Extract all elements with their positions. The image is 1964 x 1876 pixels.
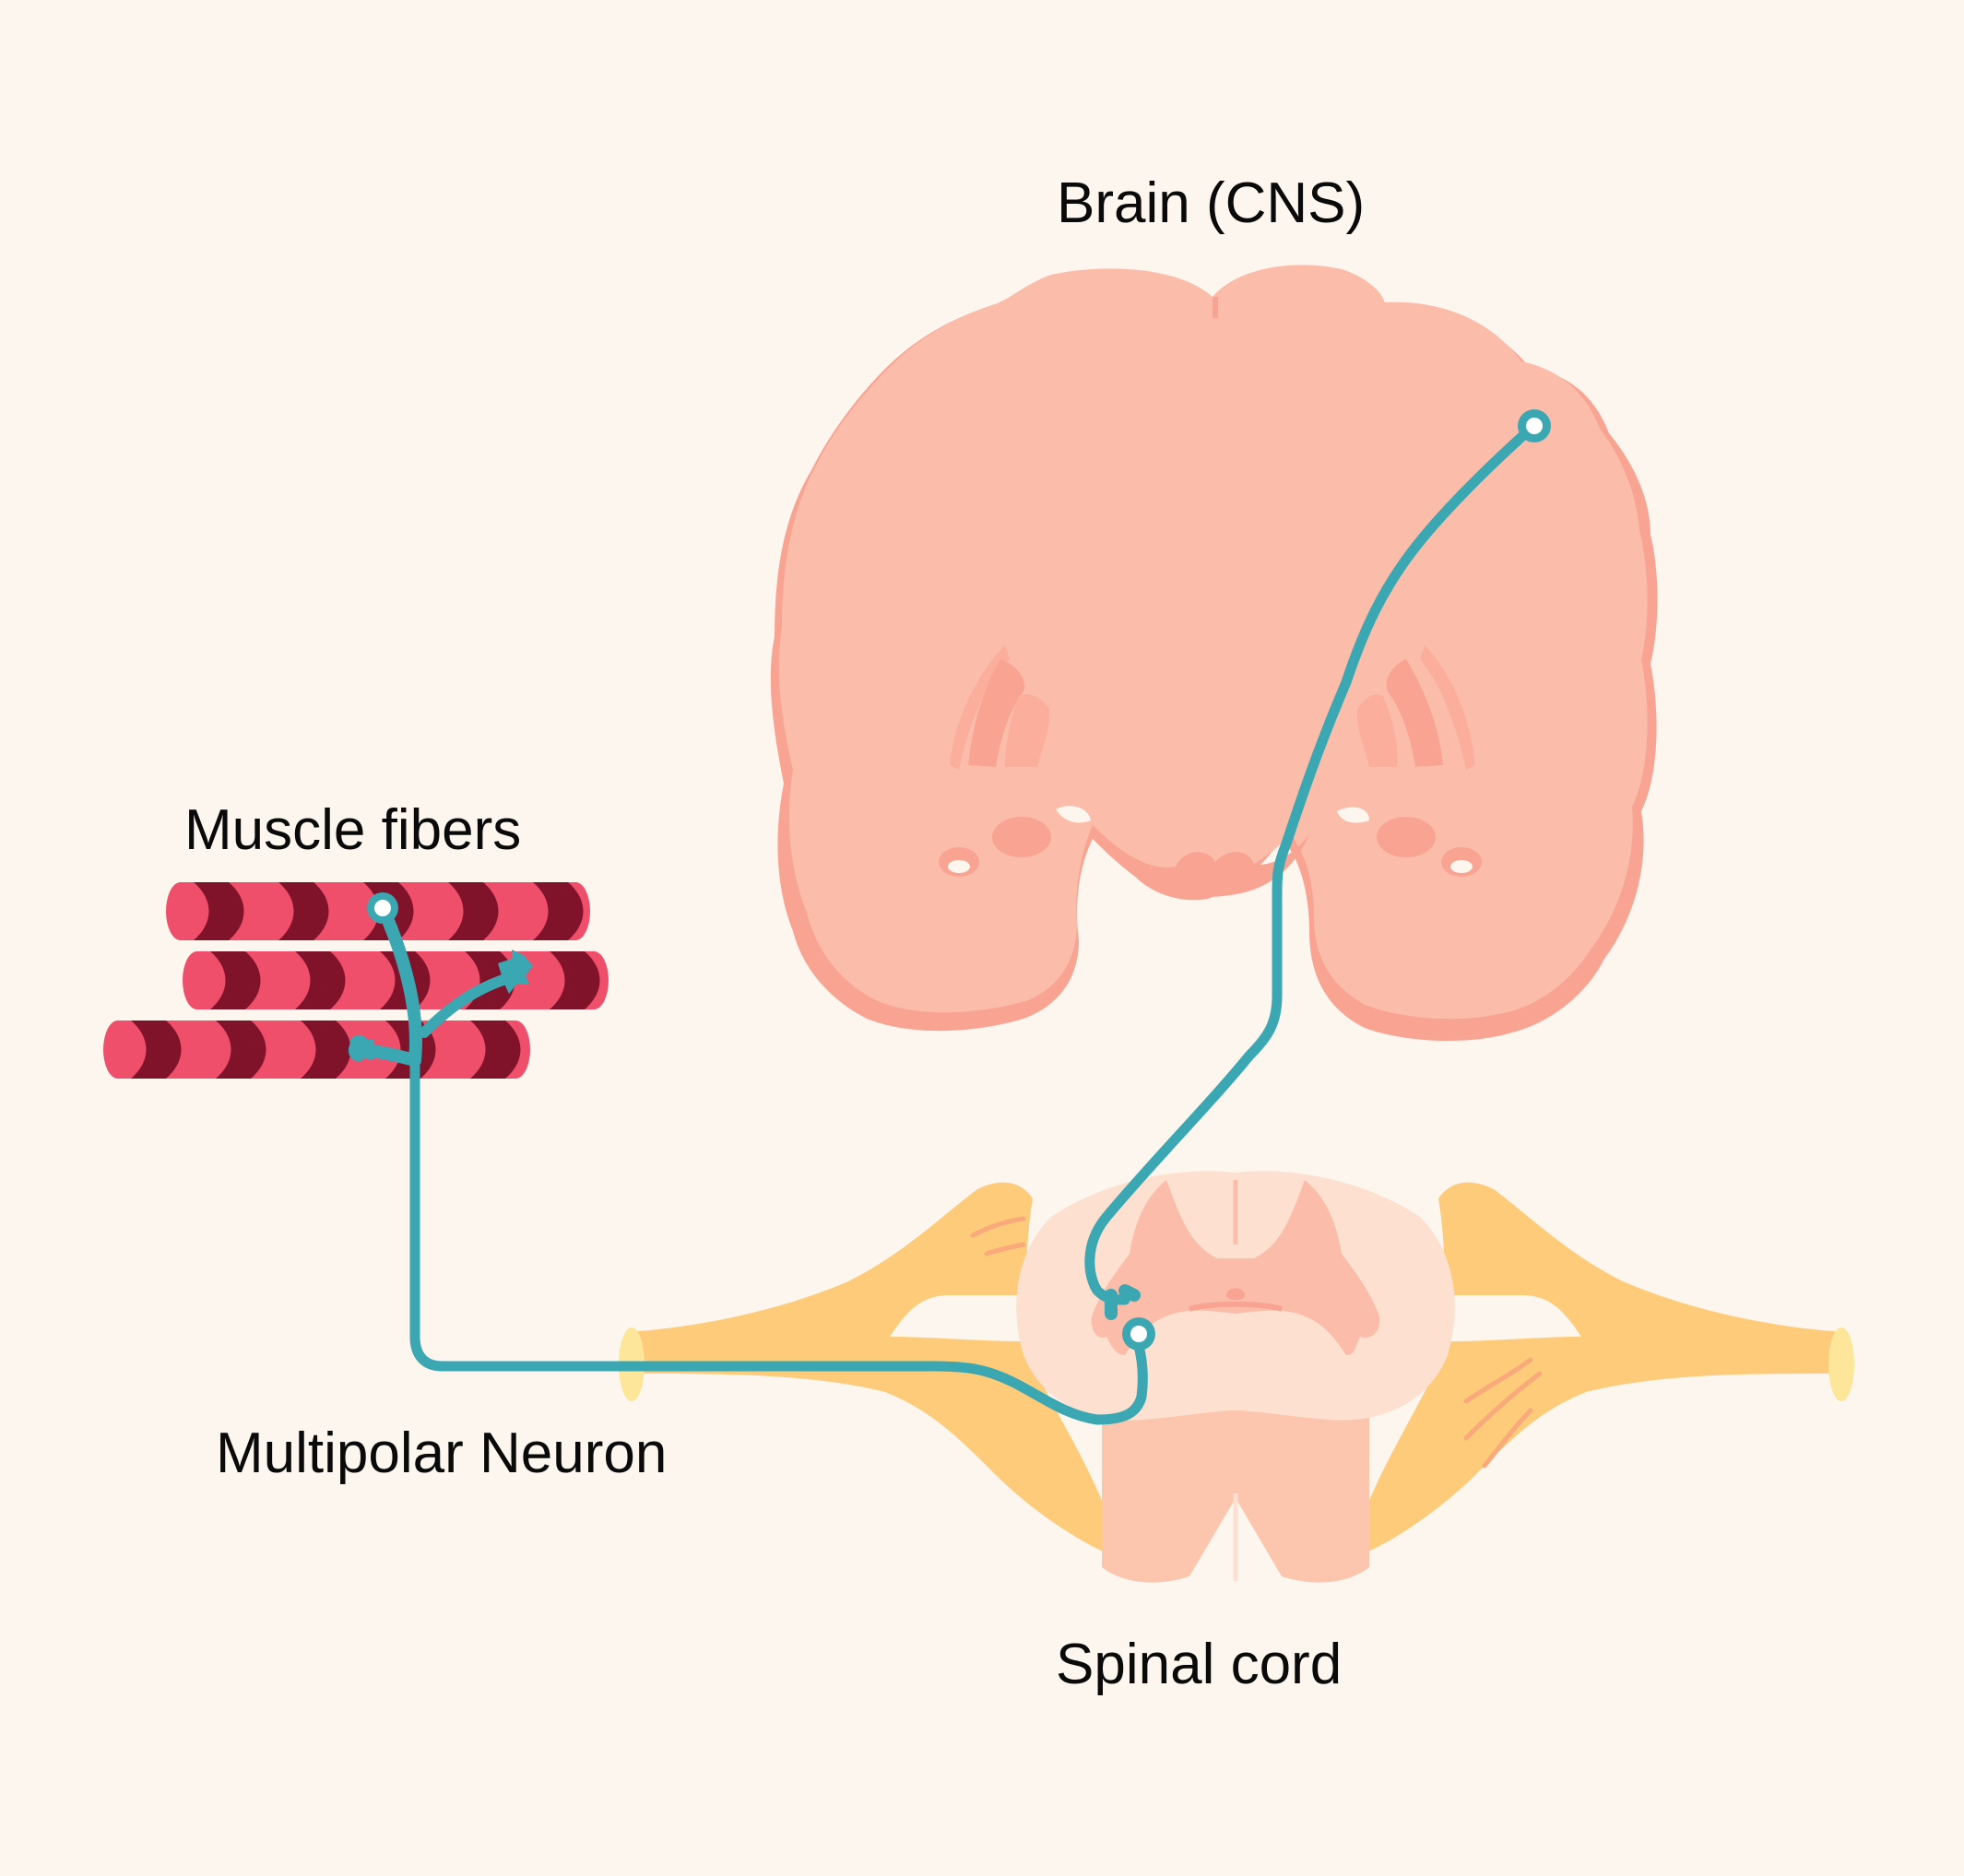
muscle-fiber bbox=[103, 1021, 531, 1079]
brain-ventricle-right bbox=[1420, 645, 1475, 770]
lower-motor-neuron-axon bbox=[409, 1055, 1148, 1425]
muscle-stripe bbox=[295, 951, 346, 1009]
brain-gap-right bbox=[1337, 807, 1369, 823]
multipolar-neuron-label: Multipolar Neuron bbox=[216, 1422, 668, 1485]
spinal-grey-matter bbox=[1091, 1180, 1380, 1355]
upper-motor-neuron-soma bbox=[1518, 409, 1551, 442]
brain-gap-left bbox=[1056, 806, 1091, 823]
muscle-stripe bbox=[210, 951, 261, 1009]
muscle-fiber bbox=[183, 951, 609, 1009]
brain-basal-ganglia-left-2 bbox=[1005, 694, 1050, 767]
lower-motor-neuron-terminals bbox=[349, 892, 1155, 1351]
muscle-stripe bbox=[448, 882, 499, 940]
motor-neuron-nucleus-icon bbox=[1130, 1326, 1147, 1342]
muscle-stripe bbox=[470, 1021, 521, 1079]
brain-hippocampus-left bbox=[992, 817, 1051, 857]
spinal-nerve-end-right bbox=[1828, 1327, 1854, 1401]
brain-hippocampus-right bbox=[1377, 817, 1436, 857]
spinal-gap-left bbox=[890, 1295, 1023, 1341]
lower-neuron-nucleus-icon bbox=[374, 900, 391, 916]
upper-motor-neuron-axon bbox=[1084, 423, 1536, 1305]
brain-brainstem bbox=[1093, 825, 1309, 897]
spinal-nerve-strands bbox=[970, 1216, 1543, 1469]
spinal-cord-body bbox=[1102, 1383, 1369, 1583]
upper-motor-neuron-terminal bbox=[1105, 1284, 1141, 1320]
brain-label: Brain (CNS) bbox=[1057, 171, 1366, 235]
muscle-stripe bbox=[550, 951, 600, 1009]
neuromuscular-junction-left-icon bbox=[349, 1034, 373, 1062]
spinal-cord bbox=[619, 1171, 1854, 1583]
neuromuscular-junction-right-icon bbox=[498, 950, 533, 994]
muscle-stripe bbox=[278, 882, 329, 940]
brain bbox=[770, 265, 1658, 1042]
muscle-fibers-label: Muscle fibers bbox=[184, 798, 522, 862]
spinal-cord-label: Spinal cord bbox=[1056, 1633, 1343, 1696]
brain-basal-ganglia-right bbox=[1386, 659, 1443, 767]
spinal-gap-right bbox=[1448, 1295, 1581, 1341]
muscle-stripe bbox=[301, 1021, 351, 1079]
spinal-nerve-right bbox=[1351, 1182, 1844, 1558]
muscle-stripe bbox=[194, 882, 244, 940]
brain-hole-right bbox=[1450, 860, 1473, 873]
spinal-central-canal bbox=[1226, 1288, 1245, 1301]
upper-neuron-nucleus-icon bbox=[1526, 418, 1543, 434]
spinal-commissure bbox=[1189, 1301, 1283, 1312]
muscle-stripe bbox=[533, 882, 584, 940]
brain-basal-ganglia-right-2 bbox=[1356, 694, 1398, 767]
muscle-stripe bbox=[216, 1021, 266, 1079]
brain-hole-left bbox=[948, 860, 970, 873]
brain-cortex bbox=[778, 265, 1648, 1020]
lower-motor-neuron-branch-right bbox=[419, 972, 517, 1038]
lower-motor-neuron-branch-main bbox=[376, 902, 422, 1067]
muscle-stripe bbox=[131, 1021, 182, 1079]
upper-motor-neuron bbox=[1084, 423, 1536, 1320]
brain-basal-ganglia-left bbox=[968, 659, 1024, 767]
